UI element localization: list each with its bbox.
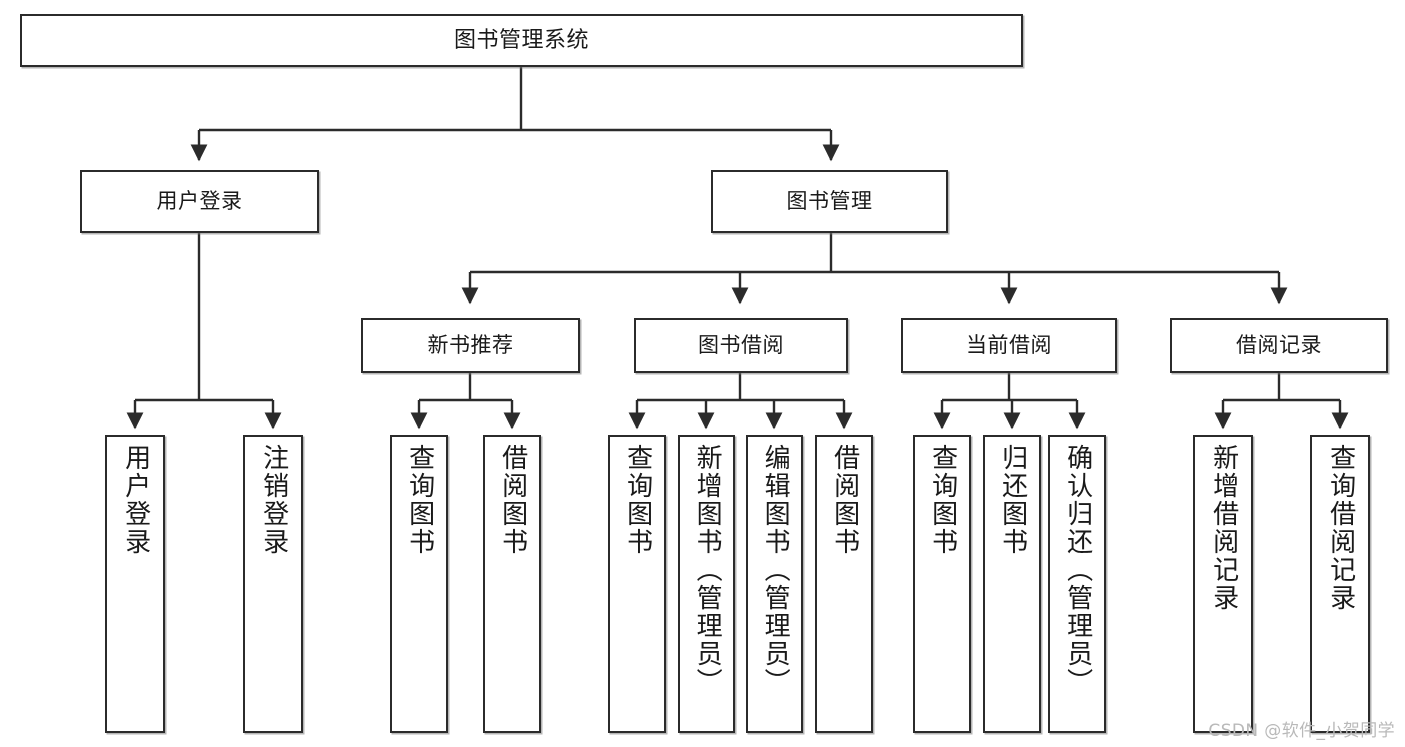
node-label: 确认归还（管理员） [1062,444,1093,696]
node-root-system[interactable]: 图书管理系统 [20,14,1023,67]
leaf-edit-book-admin[interactable]: 编辑图书（管理员） [746,435,803,733]
node-label: 查询图书 [404,444,435,556]
node-book-management[interactable]: 图书管理 [711,170,948,233]
node-label: 借阅图书 [829,444,860,556]
node-label: 用户登录 [156,189,243,214]
node-label: 新增借阅记录 [1208,444,1239,612]
leaf-add-book-admin[interactable]: 新增图书（管理员） [678,435,735,733]
node-borrow-records[interactable]: 借阅记录 [1170,318,1388,373]
node-new-book-recommend[interactable]: 新书推荐 [361,318,580,373]
node-label: 新增图书（管理员） [692,444,723,696]
leaf-query-book-recommend[interactable]: 查询图书 [390,435,448,733]
node-label: 当前借阅 [966,333,1052,358]
node-label: 编辑图书（管理员） [760,444,791,696]
node-label: 图书管理系统 [453,27,589,53]
watermark-text: CSDN @软件_小贺同学 [1208,721,1395,741]
node-label: 借阅记录 [1236,333,1322,358]
node-label: 新书推荐 [427,333,514,358]
leaf-confirm-return-admin[interactable]: 确认归还（管理员） [1048,435,1106,733]
node-current-borrow[interactable]: 当前借阅 [901,318,1117,373]
node-label: 用户登录 [120,444,151,556]
node-label: 借阅图书 [497,444,528,556]
node-label: 注销登录 [258,444,289,556]
leaf-borrow-book-recommend[interactable]: 借阅图书 [483,435,541,733]
leaf-query-borrow-record[interactable]: 查询借阅记录 [1310,435,1370,733]
node-label: 查询借阅记录 [1325,444,1356,612]
leaf-query-book-current[interactable]: 查询图书 [913,435,971,733]
node-label: 查询图书 [927,444,958,556]
leaf-add-borrow-record[interactable]: 新增借阅记录 [1193,435,1253,733]
node-label: 图书管理 [786,189,873,214]
node-label: 查询图书 [622,444,653,556]
leaf-borrow-book[interactable]: 借阅图书 [815,435,873,733]
leaf-return-book[interactable]: 归还图书 [983,435,1041,733]
leaf-logout[interactable]: 注销登录 [243,435,303,733]
node-user-login[interactable]: 用户登录 [80,170,319,233]
node-label: 归还图书 [997,444,1028,556]
node-label: 图书借阅 [698,333,784,358]
node-book-borrow[interactable]: 图书借阅 [634,318,848,373]
leaf-query-book-borrow[interactable]: 查询图书 [608,435,666,733]
leaf-user-login[interactable]: 用户登录 [105,435,165,733]
